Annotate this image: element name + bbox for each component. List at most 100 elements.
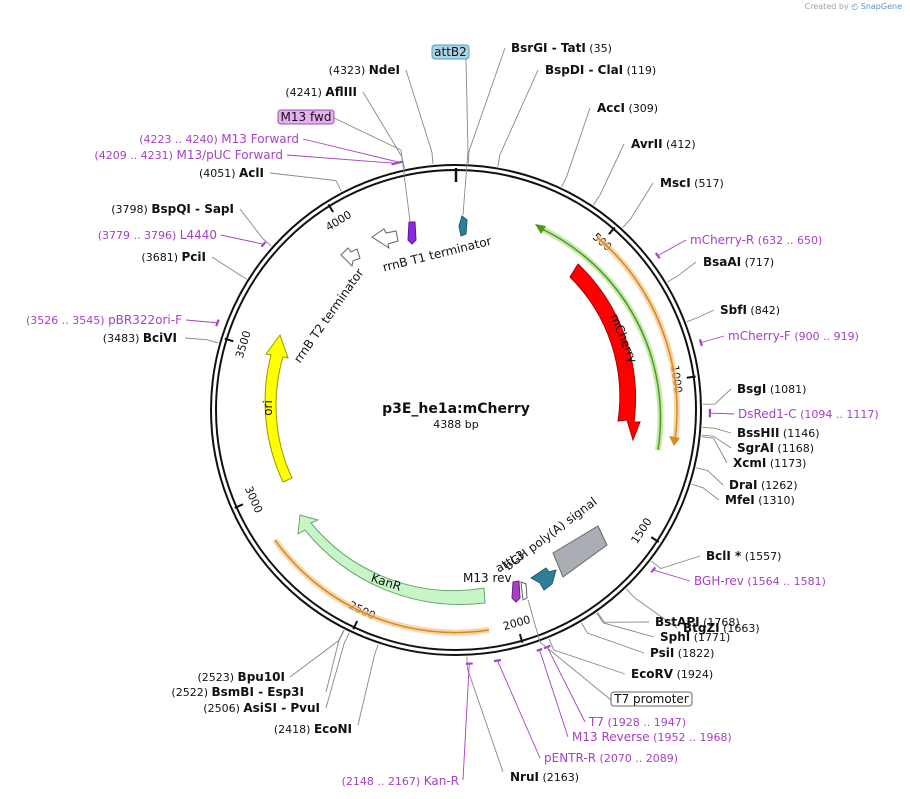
enzyme-label[interactable]: (2418) EcoNI <box>274 722 352 736</box>
enzyme-leader <box>696 467 724 486</box>
enzyme-leader <box>686 309 715 323</box>
feature-mcherry[interactable]: mCherry <box>569 263 641 442</box>
enzyme-label[interactable]: BsgI (1081) <box>737 382 806 396</box>
enzyme-label[interactable]: DraI (1262) <box>729 478 798 492</box>
enzyme-label[interactable]: (4323) NdeI <box>329 63 400 77</box>
enzyme-leader <box>702 388 732 405</box>
tick-mark <box>224 337 234 343</box>
plasmid-name: p3E_he1a:mCherry <box>382 401 530 417</box>
primer-leader <box>220 234 264 245</box>
enzyme-label[interactable]: BtgZI (1663) <box>683 621 760 635</box>
enzyme-label[interactable]: (2522) BsmBI - Esp3I <box>171 685 304 699</box>
primer-bind-mark <box>654 252 661 259</box>
primer-bind-mark <box>698 339 703 347</box>
primer-label[interactable]: DsRed1-C (1094 .. 1117) <box>738 407 879 421</box>
primer-bind-mark <box>650 566 657 573</box>
enzyme-label[interactable]: BssHII (1146) <box>737 426 819 440</box>
tick-mark <box>650 536 660 543</box>
enzyme-label[interactable]: AvrII (412) <box>631 137 696 151</box>
snapgene-watermark: Created by ◴ SnapGene <box>805 2 902 11</box>
primer-leader <box>546 646 586 723</box>
tick-mark <box>327 203 334 213</box>
primer-leader <box>185 319 218 324</box>
enzyme-leader <box>581 622 645 654</box>
enzyme-leader <box>667 261 697 283</box>
enzyme-label[interactable]: BsrGI - TatI (35) <box>511 41 612 55</box>
enzyme-label[interactable]: (2523) Bpu10I <box>197 670 285 684</box>
enzyme-label[interactable]: BclI * (1557) <box>706 549 781 563</box>
enzyme-label[interactable]: EcoRV (1924) <box>631 667 713 681</box>
enzyme-leader <box>593 143 625 206</box>
tick-label: 3500 <box>233 329 254 360</box>
enzyme-label[interactable]: SphI (1771) <box>660 630 730 644</box>
enzyme-label[interactable]: SgrAI (1168) <box>737 441 814 455</box>
primer-label[interactable]: BGH-rev (1564 .. 1581) <box>694 574 826 588</box>
enzyme-label[interactable]: MfeI (1310) <box>725 493 795 507</box>
primer-leader <box>700 335 725 344</box>
feature-leader <box>462 58 469 216</box>
enzyme-leader <box>596 612 655 638</box>
enzyme-leader <box>184 337 219 344</box>
primer-label[interactable]: (4209 .. 4231) M13/pUC Forward <box>94 148 283 162</box>
site-labels: BsrGI - TatI (35) BspDI - ClaI (119) AccI … <box>26 41 879 788</box>
boxed-label[interactable]: M13 fwd <box>277 109 335 125</box>
tick-label: 2000 <box>501 613 531 633</box>
enzyme-leader <box>325 632 350 709</box>
enzyme-label[interactable]: AccI (309) <box>597 101 658 115</box>
primer-label[interactable]: (3526 .. 3545) pBR322ori-F <box>26 313 182 327</box>
enzyme-label[interactable]: (3681) PciI <box>141 250 206 264</box>
enzyme-label[interactable]: (2506) AsiSI - PvuI <box>203 701 320 715</box>
enzyme-leader <box>548 638 626 675</box>
primer-label[interactable]: pENTR-R (2070 .. 2089) <box>544 751 678 765</box>
feature-label-ori: ori <box>261 400 275 416</box>
tick-mark <box>686 375 696 379</box>
primer-label[interactable]: mCherry-F (900 .. 919) <box>728 329 859 343</box>
enzyme-leader <box>622 182 654 228</box>
feature-label-rrnb-t2: rrnB T2 terminator <box>291 266 367 366</box>
primer-bind-mark <box>260 241 267 248</box>
feature-ori[interactable]: ori <box>261 333 293 483</box>
enzyme-label[interactable]: NruI (2163) <box>510 770 579 784</box>
watermark-prefix: Created by <box>804 2 849 11</box>
enzyme-label[interactable]: PsiI (1822) <box>650 646 714 660</box>
enzyme-label[interactable]: (3483) BciVI <box>103 331 177 345</box>
primer-label[interactable]: (2148 .. 2167) Kan-R <box>342 774 459 788</box>
attb2-marker <box>458 215 468 237</box>
svg-text:attB2: attB2 <box>434 45 467 59</box>
watermark-brand: SnapGene <box>860 2 902 11</box>
feature-rrnb-t2[interactable]: rrnB T2 terminator <box>291 247 367 366</box>
feature-m13-rev[interactable]: M13 rev <box>463 571 528 603</box>
backbone <box>210 164 702 656</box>
enzyme-leader <box>625 588 678 629</box>
feature-label-m13-rev: M13 rev <box>463 571 512 585</box>
orf-mcherry-green <box>538 225 664 451</box>
primer-label[interactable]: T7 (1928 .. 1947) <box>588 715 686 729</box>
enzyme-leader <box>405 69 434 165</box>
primer-bind-mark <box>396 160 403 165</box>
boxed-label[interactable]: T7 promoter <box>610 691 693 707</box>
primer-label[interactable]: (4223 .. 4240) M13 Forward <box>139 132 299 146</box>
orf-arcs <box>272 224 680 636</box>
leader-lines <box>184 47 735 781</box>
primer-label[interactable]: M13 Reverse (1952 .. 1968) <box>572 730 732 744</box>
enzyme-label[interactable]: XcmI (1173) <box>733 456 806 470</box>
enzyme-label[interactable]: BstAPI (1768) <box>655 615 740 629</box>
tick-mark <box>518 633 524 643</box>
enzyme-label[interactable]: (3798) BspQI - SapI <box>111 202 234 216</box>
enzyme-leader <box>701 434 732 449</box>
enzyme-label[interactable]: SbfI (842) <box>720 303 780 317</box>
primer-label[interactable]: mCherry-R (632 .. 650) <box>690 233 822 247</box>
primer-leader <box>709 412 735 415</box>
enzyme-label[interactable]: (4051) AclI <box>199 166 264 180</box>
enzyme-label[interactable]: BsaAI (717) <box>703 255 774 269</box>
primer-leader <box>539 649 569 738</box>
boxed-label[interactable]: attB2 <box>431 44 470 60</box>
enzyme-label[interactable]: BspDI - ClaI (119) <box>545 63 656 77</box>
enzyme-label[interactable]: (4241) AflIII <box>285 85 357 99</box>
primer-bind-mark <box>536 647 543 652</box>
enzyme-label[interactable]: MscI (517) <box>660 176 724 190</box>
feature-leader <box>527 599 612 701</box>
primer-label[interactable]: (3779 .. 3796) L4440 <box>98 228 217 242</box>
feature-rrnb-t1[interactable]: rrnB T1 terminator <box>371 228 493 274</box>
